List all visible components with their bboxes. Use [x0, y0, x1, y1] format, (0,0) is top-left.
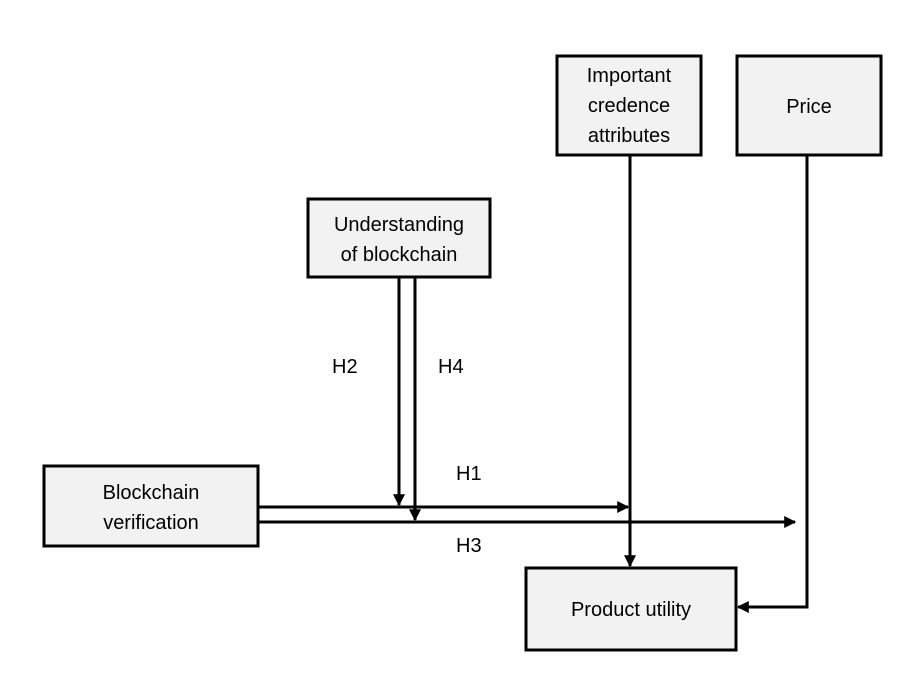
h3-label: H3 — [456, 535, 482, 557]
important-credence-line-3: attributes — [588, 125, 670, 147]
important-credence-line-1: Important — [587, 65, 672, 87]
blockchain-verification-line-2: verification — [103, 512, 199, 534]
understanding-of-blockchain-box: Understanding of blockchain — [306, 197, 492, 279]
h1-label: H1 — [456, 463, 482, 485]
blockchain-verification-box: Blockchain verification — [42, 464, 260, 548]
price-to-utility-arrow — [736, 155, 809, 613]
important-credence-line-2: credence — [588, 95, 670, 117]
understanding-line-1: Understanding — [334, 214, 464, 236]
h2-label: H2 — [332, 356, 358, 378]
blockchain-verification-line-1: Blockchain — [103, 482, 200, 504]
h4-label: H4 — [438, 356, 464, 378]
product-utility-label: Product utility — [571, 599, 691, 621]
important-credence-attributes-box: Important credence attributes — [555, 54, 703, 157]
product-utility-box: Product utility — [524, 566, 738, 652]
understanding-line-2: of blockchain — [341, 244, 458, 266]
price-label: Price — [786, 96, 832, 118]
price-box: Price — [735, 54, 883, 157]
